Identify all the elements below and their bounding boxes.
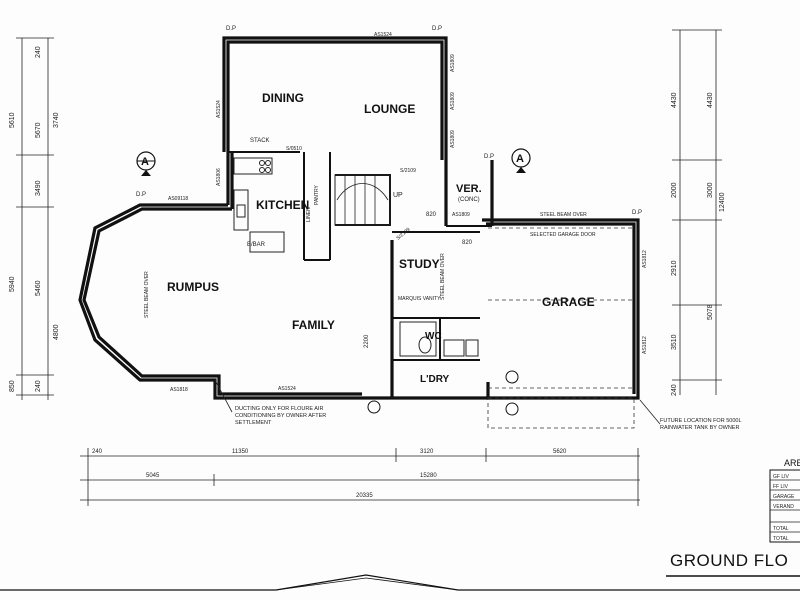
garage-door-label: SELECTED GARAGE DOOR: [530, 232, 596, 238]
bottom-dim-5045: 5045: [146, 473, 160, 479]
bottom-dim-15280: 15280: [420, 473, 437, 479]
bottom-dim-240: 240: [92, 449, 103, 455]
bottom-dim-20335: 20335: [356, 493, 373, 499]
section-label-right: A: [516, 153, 524, 165]
left-dimension-strings: 5610 5940 850 240 5670 3490 5460 240 374…: [9, 37, 60, 400]
room-dining: DINING: [262, 91, 304, 105]
code-rumpus-top: AS09118: [168, 196, 188, 202]
future-tank-note-text: FUTURE LOCATION FOR 5000L RAINWATER TANK…: [660, 418, 742, 431]
right-dimension-strings: 4430 2000 2910 3510 240 4430 3000 5078 1…: [671, 29, 726, 396]
interior-walls: [228, 151, 492, 361]
left-dim-240: 240: [35, 46, 42, 58]
up-label: UP: [393, 192, 403, 199]
code-lounge-right-3: AS1809: [450, 130, 456, 148]
kitchen-fixtures: [233, 157, 285, 253]
dp-label-4: D.P: [632, 210, 642, 216]
section-marker-right: A: [511, 148, 531, 173]
left-dim-3740: 3740: [53, 112, 60, 128]
code-garage-right-2: AS1812: [642, 336, 648, 354]
bottom-dim-5620: 5620: [553, 449, 567, 455]
bbar-label: B/BAR: [247, 242, 266, 248]
right-dim-2490: 3510: [671, 334, 678, 350]
section-label-left: A: [141, 156, 149, 168]
code-kitchen-left: AS1806: [216, 168, 222, 186]
bottom-dim-11350: 11350: [232, 449, 249, 455]
left-dim-5940: 5940: [9, 276, 16, 292]
area-row-6: TOTAL: [773, 526, 789, 532]
code-lounge-right-1: AS1809: [450, 54, 456, 72]
verandah-sub: (CONC): [458, 197, 480, 203]
code-lounge-door: S/2109: [400, 168, 416, 174]
grid-bubbles: [367, 370, 519, 416]
room-garage: GARAGE: [542, 295, 595, 309]
room-verandah: VER.: [456, 183, 482, 195]
left-dim-850: 850: [9, 380, 16, 392]
area-row-7: TOTAL: [773, 536, 789, 542]
linen-label: LINEN: [306, 207, 312, 222]
stack-label: STACK: [250, 138, 270, 144]
ducting-note-text: DUCTING ONLY FOR FLOURE AIR CONDITIONING…: [235, 406, 327, 426]
room-laundry: L'DRY: [420, 374, 450, 385]
pantry-label: PANTRY: [314, 185, 320, 205]
area-row-3: GARAGE: [773, 494, 795, 500]
code-dining-left: AS1524: [216, 100, 222, 118]
room-lounge: LOUNGE: [364, 102, 415, 116]
wet-area-fixtures: [399, 321, 479, 357]
right-dim-12400: 12400: [719, 192, 726, 212]
left-dim-240b: 240: [35, 380, 42, 392]
code-kitchen-top: S/0510: [286, 146, 302, 152]
bottom-dimension-strings: 240 11350 3120 5620 5045 15280 20335: [80, 448, 640, 506]
room-family: FAMILY: [292, 318, 335, 332]
area-row-1: GF LIV: [773, 474, 790, 480]
left-dim-5670: 5670: [35, 122, 42, 138]
right-dim-2000: 2000: [671, 182, 678, 198]
room-rumpus: RUMPUS: [167, 280, 219, 294]
steel-beam-study: STEEL BEAM OVER: [440, 253, 446, 300]
num-820b: 820: [462, 240, 473, 246]
num-820a: 820: [426, 212, 437, 218]
section-marker-left: A: [136, 151, 156, 176]
left-dim-5460: 5460: [35, 280, 42, 296]
left-dim-3490: 3490: [35, 180, 42, 196]
dp-label-3: D.P: [136, 192, 146, 198]
code-family-bottom: AS1524: [278, 386, 296, 392]
roof-profile: [0, 574, 800, 591]
area-table-title: ARE: [784, 458, 800, 468]
code-study-door: S/2109: [395, 227, 411, 242]
left-dim-5610: 5610: [9, 112, 16, 128]
garage-dashed-lines: [487, 227, 661, 429]
code-rumpus-bottom: AS1818: [170, 387, 188, 393]
right-dim-4430: 4430: [671, 92, 678, 108]
code-dining-top: AS1524: [374, 32, 392, 38]
dp-label-1: D.P: [226, 26, 236, 32]
dp-label-5: D.P: [484, 154, 494, 160]
drawing-title: GROUND FLO: [670, 551, 788, 570]
right-dim-240: 240: [671, 384, 678, 396]
staircase: [334, 174, 391, 226]
steel-beam-garage: STEEL BEAM OVER: [540, 212, 587, 218]
dp-label-2: D.P: [432, 26, 442, 32]
ducting-note: DUCTING ONLY FOR FLOURE AIR CONDITIONING…: [214, 379, 327, 426]
right-dim-4430b: 4430: [707, 92, 714, 108]
area-row-2: FF LIV: [773, 484, 789, 490]
code-lounge-right-2: AS1809: [450, 92, 456, 110]
right-dim-3000: 3000: [707, 182, 714, 198]
future-tank-note: FUTURE LOCATION FOR 5000L RAINWATER TANK…: [660, 418, 742, 431]
area-row-4: VERAND: [773, 504, 794, 510]
room-study: STUDY: [399, 257, 440, 271]
code-study-top: AS1809: [452, 212, 470, 218]
num-2200: 2200: [364, 334, 370, 348]
room-kitchen: KITCHEN: [256, 198, 309, 212]
steel-beam-rumpus: STEEL BEAM OVER: [144, 271, 150, 318]
exterior-walls: [78, 36, 640, 400]
vanity-label: MARQUIS VANITY: [398, 296, 441, 302]
bottom-dim-3120: 3120: [420, 449, 434, 455]
left-dim-4800: 4800: [53, 324, 60, 340]
right-dim-2910: 2910: [671, 260, 678, 276]
area-table: ARE GF LIV FF LIV GARAGE VERAND TOTAL TO…: [769, 458, 800, 543]
right-dim-5078: 5078: [707, 304, 714, 320]
code-garage-right-1: AS1812: [642, 250, 648, 268]
room-wc: WC: [425, 331, 442, 342]
